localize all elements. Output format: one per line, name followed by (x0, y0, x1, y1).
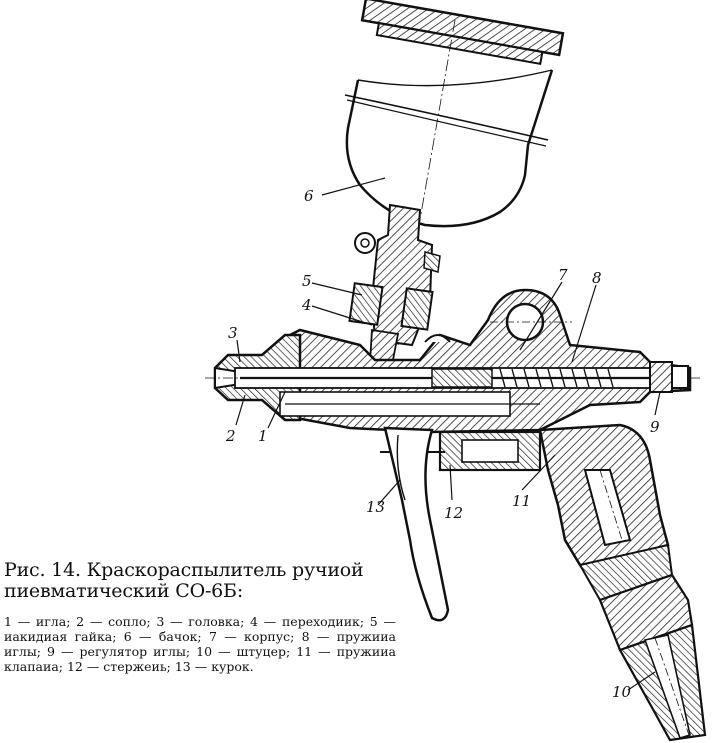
callout-11: 11 (512, 492, 531, 510)
callout-8: 8 (592, 269, 602, 287)
callout-12: 12 (444, 504, 463, 522)
gun-handle (538, 423, 670, 567)
callout-6: 6 (304, 187, 314, 205)
cup-adapter (348, 203, 441, 367)
callout-5: 5 (302, 272, 312, 290)
callout-3: 3 (228, 324, 238, 342)
callout-13: 13 (366, 498, 385, 516)
callout-1: 1 (258, 427, 268, 445)
figure-caption: Рис. 14. Краскораспылитель ручиой пиевма… (4, 559, 396, 675)
caption-title: Рис. 14. Краскораспылитель ручиой пиевма… (4, 559, 364, 602)
callout-2: 2 (225, 427, 236, 445)
valve-assembly (380, 430, 616, 472)
callout-9: 9 (650, 418, 660, 436)
callout-10: 10 (612, 683, 632, 701)
air-inlet-fitting (578, 543, 707, 742)
leader-lines (235, 177, 661, 691)
callout-4: 4 (301, 296, 312, 314)
trigger (383, 426, 450, 622)
callout-7: 7 (558, 266, 568, 284)
paint-cup (344, 0, 565, 346)
needle-channel (205, 361, 700, 417)
caption-legend: 1 — игла; 2 — сопло; 3 — головка; 4 — пе… (4, 614, 396, 674)
